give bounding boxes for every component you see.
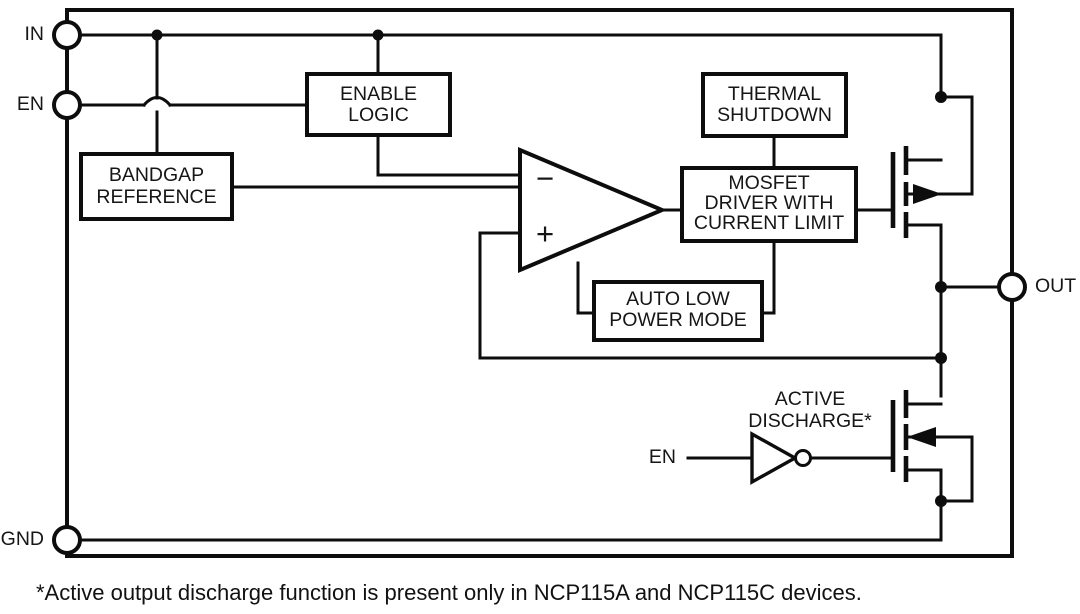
active-discharge-label-line1: ACTIVE <box>775 388 845 410</box>
active-discharge-label-line2: DISCHARGE* <box>748 410 872 432</box>
driver-label-line1: MOSFET <box>728 172 809 194</box>
block-auto-low-power-mode[interactable] <box>592 280 764 342</box>
pass-mosfet-drain-wire <box>904 223 943 289</box>
pass-mosfet-body-tie-wire <box>904 95 974 196</box>
enable-logic-label-line1: ENABLE <box>340 83 417 105</box>
pass-mosfet-body-diode-arrow <box>913 184 942 204</box>
discharge-inverter[interactable] <box>750 431 799 485</box>
discharge-en-label: EN <box>649 446 676 468</box>
driver-label-line2: DRIVER WITH <box>705 192 834 214</box>
discharge-mosfet-body-tie-wire <box>904 435 974 503</box>
driver-to-auto-low-power-wire <box>760 239 776 315</box>
terminal-out[interactable] <box>997 272 1027 302</box>
inverter-bubble-icon <box>794 449 812 467</box>
discharge-mosfet-source-wire <box>904 468 943 542</box>
amp-plus-sign: + <box>536 216 554 251</box>
pin-label-out: OUT <box>1035 275 1076 297</box>
pin-label-in: IN <box>25 23 45 45</box>
ic-boundary-outline <box>65 8 1014 558</box>
terminal-in[interactable] <box>52 20 82 50</box>
en-wire-crossover-hop <box>141 96 173 108</box>
driver-label-line3: CURRENT LIMIT <box>694 212 844 234</box>
junction-dot-passfet-source <box>935 91 947 103</box>
thermal-label-line2: SHUTDOWN <box>717 104 832 126</box>
error-amplifier[interactable] <box>518 146 668 274</box>
block-mosfet-driver[interactable] <box>680 166 858 243</box>
pin-label-en: EN <box>17 93 44 115</box>
terminal-en[interactable] <box>52 90 82 120</box>
junction-dot-discharge-source <box>935 495 947 507</box>
junction-dot-out-node <box>935 281 947 293</box>
block-bandgap-reference[interactable] <box>79 152 234 221</box>
bandgap-label-line2: REFERENCE <box>96 186 216 208</box>
junction-dot-feedback-tap <box>935 352 947 364</box>
amp-to-auto-low-power-wire <box>576 261 596 315</box>
discharge-mosfet-body-diode-arrow <box>907 427 936 447</box>
auto-low-power-label-line2: POWER MODE <box>609 309 747 331</box>
footnote-text: *Active output discharge function is pre… <box>36 580 862 605</box>
amp-minus-sign: − <box>536 161 554 196</box>
enable-logic-label-line2: LOGIC <box>348 104 409 126</box>
auto-low-power-label-line1: AUTO LOW <box>626 288 730 310</box>
enable-logic-to-amp-wire <box>376 133 522 177</box>
block-thermal-shutdown[interactable] <box>701 72 848 138</box>
thermal-label-line1: THERMAL <box>728 83 821 105</box>
terminal-gnd[interactable] <box>52 525 82 555</box>
block-enable-logic[interactable] <box>305 72 452 137</box>
pin-label-gnd: GND <box>1 528 44 550</box>
output-feedback-wire <box>478 231 943 360</box>
bandgap-label-line1: BANDGAP <box>109 164 204 186</box>
